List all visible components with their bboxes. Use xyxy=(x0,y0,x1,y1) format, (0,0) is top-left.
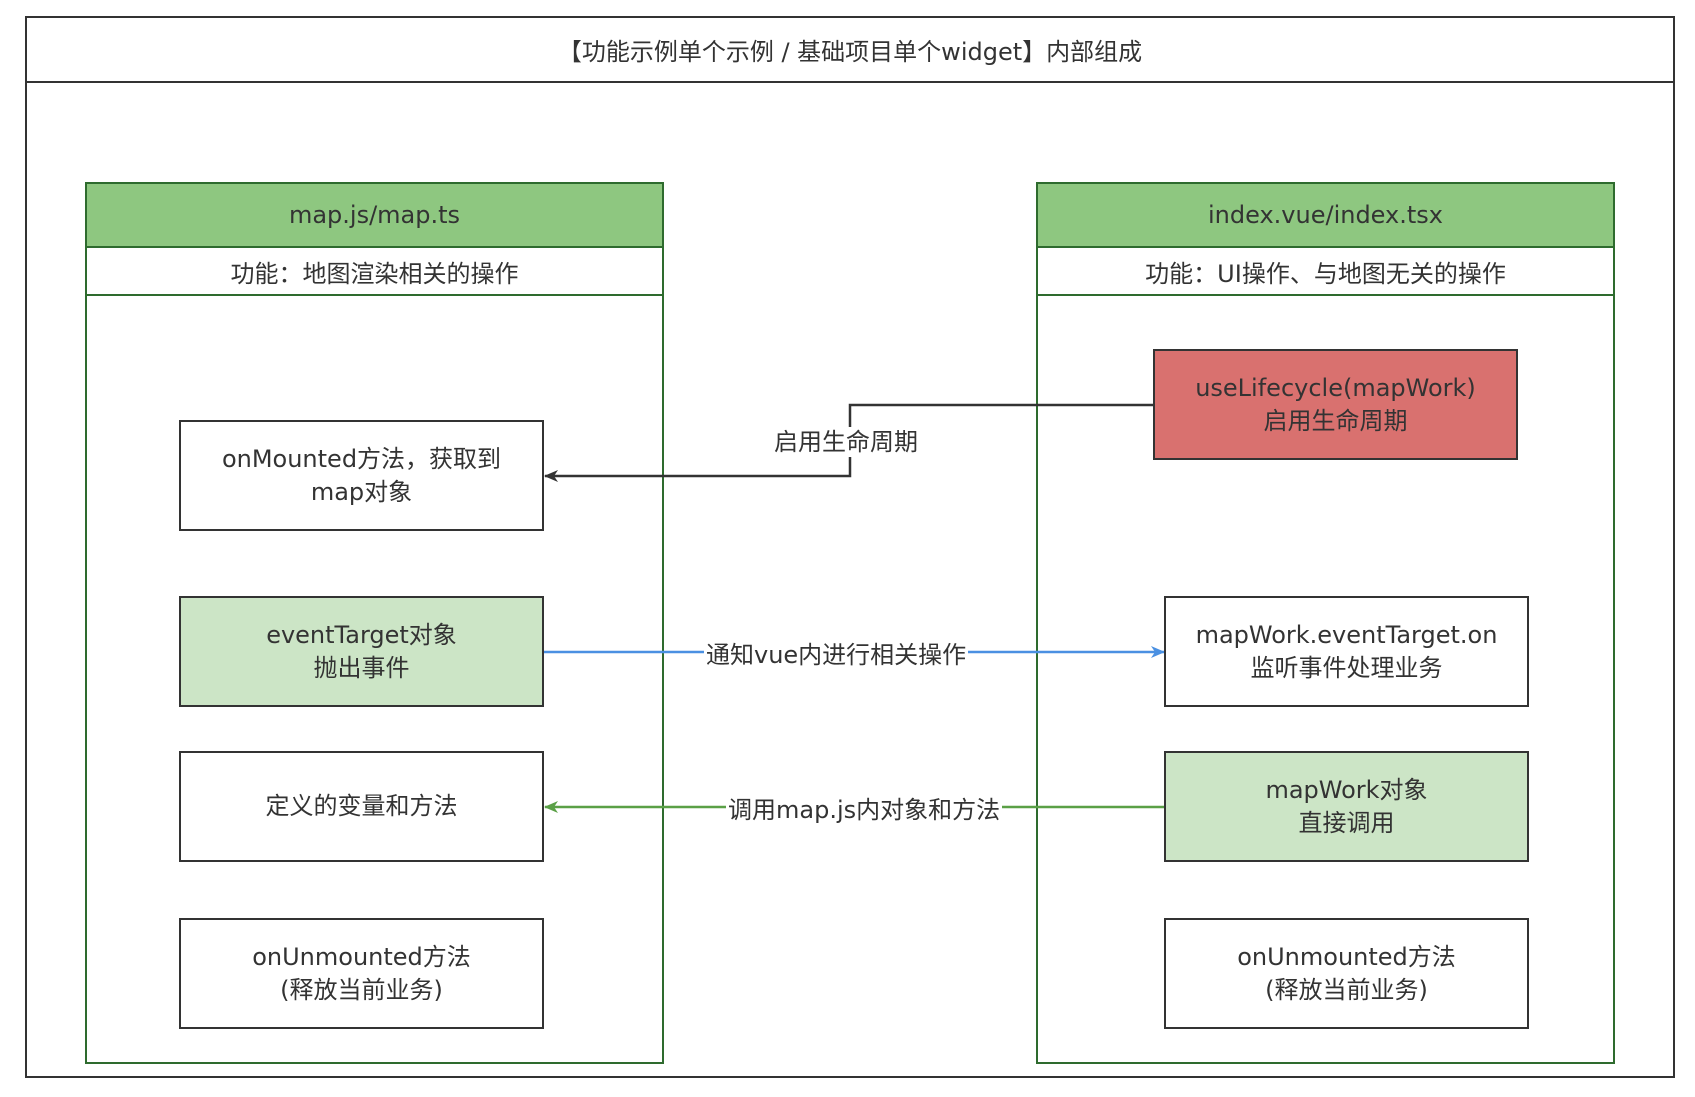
use-lifecycle-box-line1: useLifecycle(mapWork) xyxy=(1195,373,1476,402)
right-panel-subtitle-text: 功能：UI操作、与地图无关的操作 xyxy=(1145,259,1506,288)
mapwork-box-line2: 直接调用 xyxy=(1298,808,1395,837)
diagram-title-text: 【功能示例单个示例 / 基础项目单个widget】内部组成 xyxy=(557,38,1143,66)
event-target-box-line1: eventTarget对象 xyxy=(266,620,457,649)
right-onunmounted-box: onUnmounted方法 (释放当前业务) xyxy=(1164,918,1529,1029)
mapwork-box: mapWork对象 直接调用 xyxy=(1164,751,1529,862)
left-onunmounted-box-line1: onUnmounted方法 xyxy=(252,942,471,971)
left-onunmounted-box: onUnmounted方法 (释放当前业务) xyxy=(179,918,544,1029)
mapwork-box-line1: mapWork对象 xyxy=(1265,775,1428,804)
edge-call-mapjs-label: 调用map.js内对象和方法 xyxy=(726,795,1003,825)
event-listener-box-line2: 监听事件处理业务 xyxy=(1250,653,1443,682)
left-onunmounted-box-line2: (释放当前业务) xyxy=(280,975,443,1004)
use-lifecycle-box: useLifecycle(mapWork) 启用生命周期 xyxy=(1153,349,1518,460)
right-panel-header-text: index.vue/index.tsx xyxy=(1208,201,1443,229)
left-panel-subtitle: 功能：地图渲染相关的操作 xyxy=(85,246,664,296)
event-target-box-line2: 抛出事件 xyxy=(313,653,410,682)
event-target-box: eventTarget对象 抛出事件 xyxy=(179,596,544,707)
onmounted-box: onMounted方法，获取到 map对象 xyxy=(179,420,544,531)
left-panel-header: map.js/map.ts xyxy=(85,182,664,248)
edge-event-notify-label: 通知vue内进行相关操作 xyxy=(704,640,969,670)
left-panel-subtitle-text: 功能：地图渲染相关的操作 xyxy=(230,259,519,288)
onmounted-box-line2: map对象 xyxy=(310,477,413,506)
event-listener-box: mapWork.eventTarget.on 监听事件处理业务 xyxy=(1164,596,1529,707)
right-onunmounted-box-line1: onUnmounted方法 xyxy=(1237,942,1456,971)
left-panel-header-text: map.js/map.ts xyxy=(288,201,461,229)
variables-methods-box: 定义的变量和方法 xyxy=(179,751,544,862)
use-lifecycle-box-line2: 启用生命周期 xyxy=(1263,406,1408,435)
right-panel-header: index.vue/index.tsx xyxy=(1036,182,1615,248)
right-onunmounted-box-line2: (释放当前业务) xyxy=(1265,975,1428,1004)
right-panel-subtitle: 功能：UI操作、与地图无关的操作 xyxy=(1036,246,1615,296)
diagram-title: 【功能示例单个示例 / 基础项目单个widget】内部组成 xyxy=(25,16,1675,83)
variables-methods-box-line1: 定义的变量和方法 xyxy=(265,792,458,820)
event-listener-box-line1: mapWork.eventTarget.on xyxy=(1195,620,1498,649)
edge-lifecycle-label: 启用生命周期 xyxy=(772,427,920,457)
onmounted-box-line1: onMounted方法，获取到 xyxy=(221,444,502,473)
